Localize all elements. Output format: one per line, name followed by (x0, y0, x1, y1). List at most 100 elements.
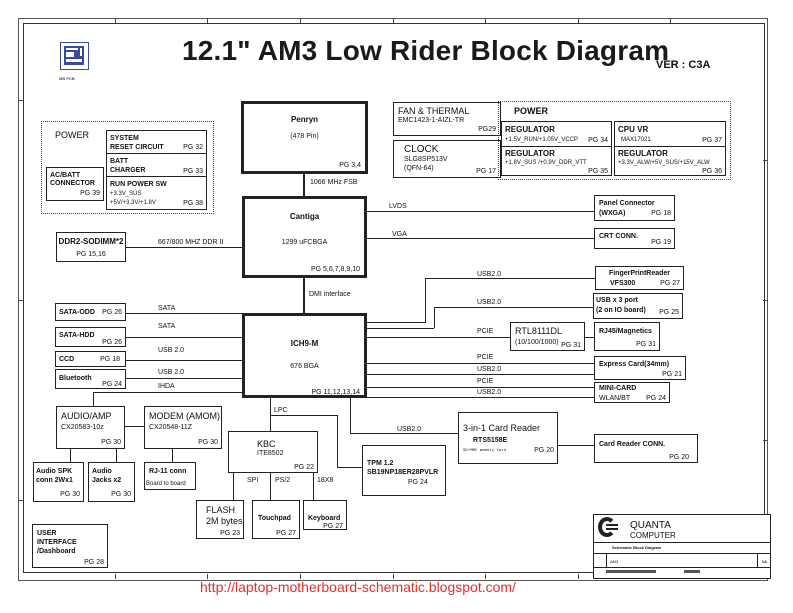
page-ref: PG 21 (662, 371, 682, 378)
keyboard-block[interactable]: Keyboard PG 27 (303, 500, 347, 530)
ccd-line (126, 360, 242, 361)
block-label: DDR2-SODIMM*2 (58, 237, 124, 246)
block-label: TPM 1.2 (367, 460, 394, 467)
fsb-label: 1066 MHz FSB (310, 179, 358, 186)
regulator-ddr-block[interactable]: REGULATOR +1.8V_SUS /+0.9V_DDR_VTT PG 35 (501, 146, 612, 176)
block-label: SLG8SP513V (404, 156, 448, 163)
ihda-line (93, 392, 94, 406)
bus-label: USB 2.0 (158, 369, 185, 376)
fan-thermal-block[interactable]: FAN & THERMAL EMC1423-1-AIZL-TR PG29 (393, 102, 501, 136)
audio-amp-block[interactable]: AUDIO/AMP CX20583-10z PG 30 (56, 406, 125, 449)
mini-card-block[interactable]: MINI-CARD WLAN/BT PG 24 (594, 382, 670, 403)
bus-label: SATA (158, 305, 176, 312)
block-label: +1.8V_SUS /+0.9V_DDR_VTT (505, 160, 587, 166)
dmi-label: DMI interface (309, 291, 351, 298)
block-label: FingerPrintReader (608, 270, 671, 277)
usb-fp-line (425, 278, 595, 279)
cantiga-northbridge-block[interactable]: Cantiga 1299 uFCBGA PG 5,6,7,8,9,10 (242, 196, 367, 278)
block-label: (478 Pin) (290, 133, 319, 140)
company-name: QUANTA (630, 520, 671, 531)
sata-hdd-block[interactable]: SATA-HDD PG 26 (55, 327, 126, 347)
page-title: 12.1" AM3 Low Rider Block Diagram (182, 35, 670, 66)
power-right-title: POWER (514, 106, 549, 116)
company-name: COMPUTER (630, 531, 676, 540)
block-label: EMC1423-1-AIZL-TR (398, 117, 465, 124)
bluetooth-block[interactable]: Bluetooth PG 24 (55, 369, 126, 389)
usb-ports-block[interactable]: USB x 3 port (2 on IO board) PG 25 (593, 293, 683, 319)
flash-block[interactable]: FLASH 2M bytes PG 23 (196, 500, 244, 539)
ich9m-southbridge-block[interactable]: ICH9-M 676 BGA PG 11,12,13,14 (242, 313, 367, 398)
bus-label: PCIE (477, 378, 494, 385)
pcie-minicard-line (367, 387, 594, 388)
crt-connector-block[interactable]: CRT CONN. PG 19 (594, 228, 675, 249)
system-reset-circuit-block[interactable]: SYSTEM RESET CIRCUIT PG 32 (106, 130, 207, 154)
block-label: ITE8502 (257, 450, 284, 457)
bus-label: USB2.0 (477, 271, 502, 278)
block-label: CONNECTOR (50, 180, 95, 187)
penryn-cpu-block[interactable]: Penryn (478 Pin) PG 3,4 (241, 101, 368, 174)
express-card-block[interactable]: Express Card(34mm) PG 21 (594, 356, 686, 380)
border-tick (578, 574, 579, 579)
border-tick (393, 18, 394, 23)
page-ref: PG29 (478, 126, 496, 133)
border-tick (485, 18, 486, 23)
cpu-vr-block[interactable]: CPU VR MAX17021 PG 37 (614, 121, 726, 148)
block-label: MAX17021 (621, 137, 651, 143)
block-label: RTL8111DL (515, 326, 563, 336)
audio-speaker-connector-block[interactable]: Audio SPK conn 2Wx1 PG 30 (33, 462, 84, 502)
panel-connector-block[interactable]: Panel Connector (WXGA) PG 18 (594, 195, 675, 221)
sata-odd-block[interactable]: SATA-ODD PG 26 (55, 303, 126, 321)
border-tick (578, 18, 579, 23)
usb-fp-line (425, 278, 426, 323)
bus-label: USB2.0 (477, 366, 502, 373)
batt-charger-block[interactable]: BATT CHARGER PG 33 (106, 153, 207, 177)
page-ref: PG 27 (323, 523, 343, 530)
usb-port-line (434, 307, 595, 308)
bus-label: SATA (158, 323, 176, 330)
run-power-switch-block[interactable]: RUN POWER SW +3.3V_SUS +5V/+3.3V/+1.8V P… (106, 176, 207, 210)
regulator-alw-block[interactable]: REGULATOR +3.3V_ALW/+5V_SUS/+15V_ALW PG … (614, 146, 726, 176)
block-label: RESET CIRCUIT (110, 144, 164, 151)
spi-line (233, 473, 234, 505)
power-left-title: POWER (55, 130, 90, 140)
dmi-bus-line (303, 278, 305, 314)
clock-block[interactable]: CLOCK SLG8SP513V (QFN-64) PG 17 (393, 140, 501, 178)
page-ref: PG 27 (276, 530, 296, 537)
block-label: SYSTEM (110, 135, 139, 142)
page-ref: PG 32 (183, 144, 203, 151)
block-label: FLASH (206, 505, 236, 515)
modem-block[interactable]: MODEM (AMOM) CX20548-11Z PG 30 (144, 406, 222, 449)
tpm-block[interactable]: TPM 1.2 SB19NP18ER28PVLR PG 24 (362, 445, 446, 496)
power-right-group (498, 101, 731, 180)
border-tick (300, 574, 301, 579)
bus-label: USB2.0 (397, 426, 422, 433)
company-logo-icon (60, 42, 89, 70)
sata-hdd-line (126, 337, 242, 338)
block-label: REGULATOR (618, 149, 668, 158)
page-ref: PG 25 (659, 309, 679, 316)
ccd-block[interactable]: CCD PG 18 (55, 351, 126, 367)
page-ref: PG 31 (636, 341, 656, 348)
ac-batt-connector-block[interactable]: AC/BATT CONNECTOR PG 39 (46, 167, 104, 201)
fingerprint-reader-block[interactable]: FingerPrintReader VFS300 PG 27 (595, 266, 684, 290)
block-label: REGULATOR (505, 149, 555, 158)
border-tick (763, 300, 767, 301)
audio-spk-line (70, 449, 71, 463)
footer-url-link[interactable]: http://laptop-motherboard-schematic.blog… (200, 579, 516, 595)
rtl8111dl-lan-block[interactable]: RTL8111DL (10/100/1000) PG 31 (510, 322, 585, 351)
card-reader-connector-block[interactable]: Card Reader CONN. PG 20 (594, 434, 698, 463)
user-interface-dashboard-block[interactable]: USER INTERFACE /Dashboard PG 28 (32, 524, 108, 568)
rj45-magnetics-block[interactable]: RJ45/Magnetics PG 31 (594, 322, 660, 351)
audio-jacks-line (116, 449, 117, 463)
audio-jacks-block[interactable]: Audio Jacks x2 PG 30 (88, 462, 135, 502)
block-label: (10/100/1000) (515, 339, 559, 346)
modem-rj11-line (172, 449, 173, 463)
lpc-tpm-line (337, 467, 362, 468)
regulator-vccp-block[interactable]: REGULATOR +1.5V_RUN/+1.05V_VCCP PG 34 (501, 121, 612, 148)
card-reader-block[interactable]: 3-in-1 Card Reader RTS5158E SD/MMC memor… (458, 412, 558, 464)
kbc-block[interactable]: KBC ITE8502 PG 22 (228, 431, 318, 473)
ddr2-sodimm-block[interactable]: DDR2-SODIMM*2 PG 15,16 (56, 232, 126, 262)
sheet-border-inner (23, 23, 765, 573)
rj11-connector-block[interactable]: RJ-11 conn Board to board (144, 462, 196, 490)
touchpad-block[interactable]: Touchpad PG 27 (252, 500, 300, 539)
